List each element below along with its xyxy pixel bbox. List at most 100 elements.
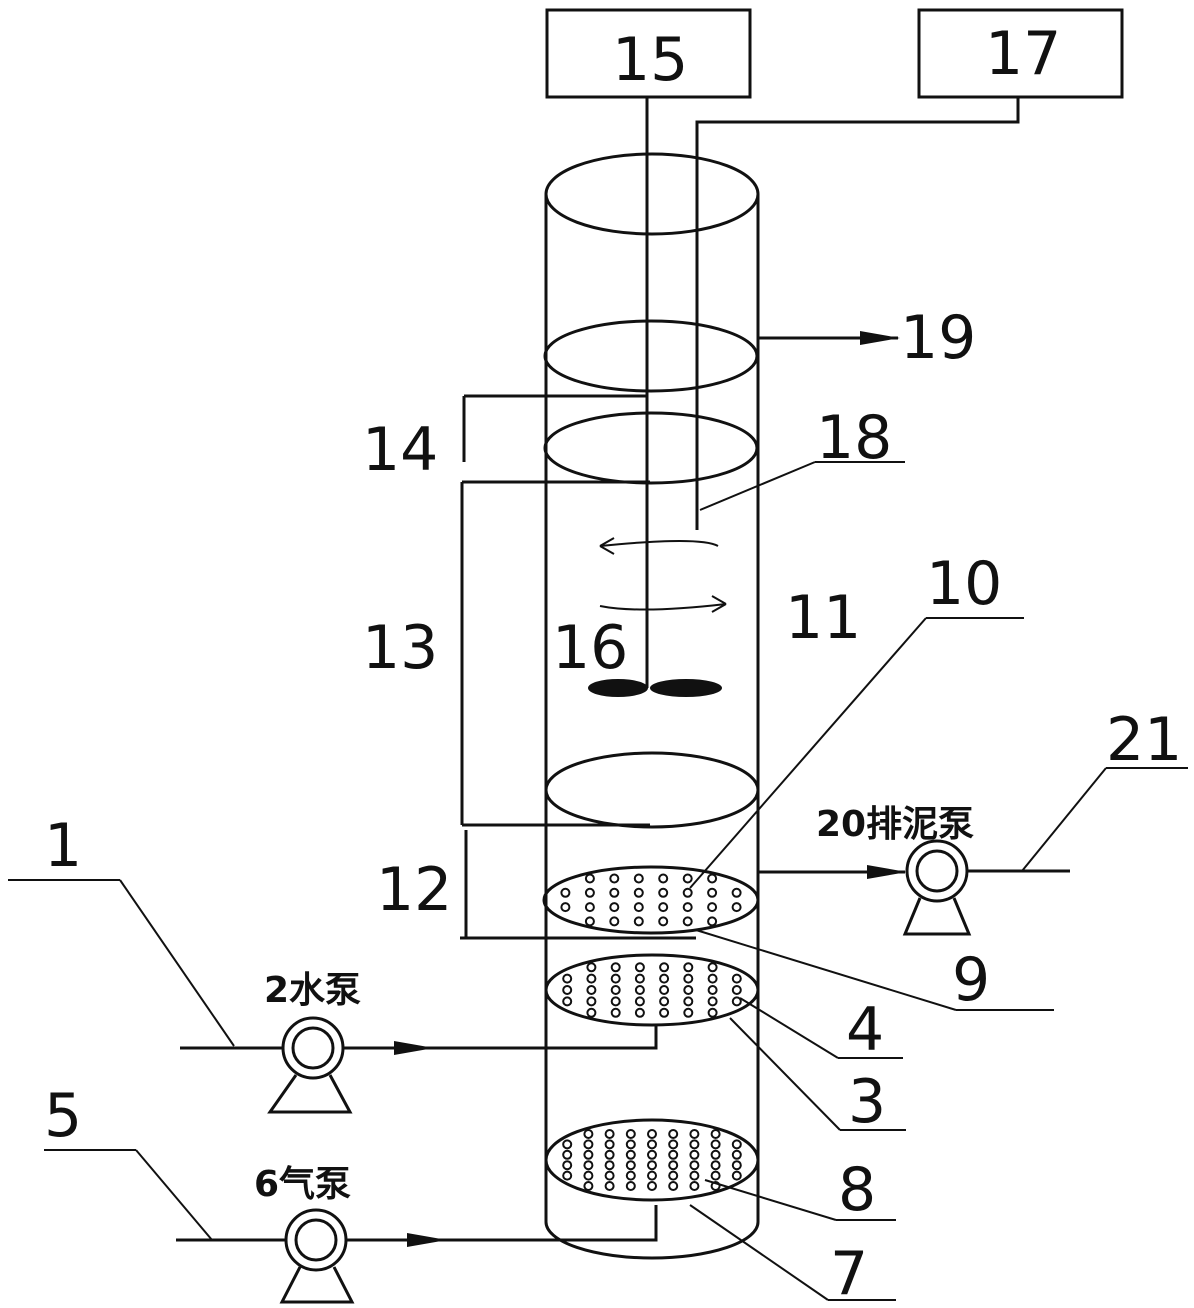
perforation-hole xyxy=(668,1129,679,1139)
leader-3 xyxy=(729,1017,841,1131)
perforation-hole xyxy=(731,1160,742,1171)
perforation-hole xyxy=(560,887,571,898)
perforation-hole xyxy=(562,1170,573,1181)
label-15: 15 xyxy=(612,25,688,95)
perforation-hole xyxy=(689,1160,700,1171)
label-16: 16 xyxy=(552,613,628,683)
perforation-hole xyxy=(634,996,645,1007)
perforation-hole xyxy=(604,1149,615,1160)
perforation-hole xyxy=(683,985,694,995)
label-18: 18 xyxy=(816,403,892,473)
perforation-hole xyxy=(707,973,718,984)
perforation-hole xyxy=(731,887,742,898)
water-pump-icon xyxy=(267,1016,353,1114)
perforation-hole xyxy=(647,1139,657,1150)
water-feed-pipe xyxy=(430,1025,658,1050)
perforation-hole xyxy=(668,1149,679,1160)
perforation-hole xyxy=(707,996,718,1007)
perforation-hole xyxy=(710,1170,721,1181)
leader-18 xyxy=(699,461,816,511)
perforated-plate-7 xyxy=(544,1118,760,1202)
perforation-hole xyxy=(710,1139,721,1150)
perforation-hole xyxy=(689,1170,700,1181)
perforation-hole xyxy=(647,1149,657,1160)
perforation-hole xyxy=(634,1007,645,1018)
label-20-sludge-pump: 20排泥泵 xyxy=(816,804,974,845)
perforation-hole xyxy=(562,973,573,984)
label-17: 17 xyxy=(985,19,1061,89)
perforation-hole xyxy=(682,887,693,898)
perforation-hole xyxy=(604,1170,615,1181)
perforation-hole xyxy=(625,1181,636,1191)
perforation-hole xyxy=(710,1181,721,1191)
perforation-hole xyxy=(689,1181,700,1191)
probe-line-18 xyxy=(695,97,1020,530)
perforation-hole xyxy=(604,1139,615,1150)
perforation-hole xyxy=(731,902,742,913)
perforation-hole xyxy=(609,887,620,898)
perforation-hole xyxy=(731,985,742,995)
label-9: 9 xyxy=(952,945,990,1015)
perforation-hole xyxy=(586,985,597,995)
label-13: 13 xyxy=(362,613,438,683)
label-12: 12 xyxy=(376,855,452,925)
label-19: 19 xyxy=(900,303,976,373)
leader-1-diag xyxy=(119,879,235,1047)
perforation-hole xyxy=(609,873,620,884)
perforation-hole xyxy=(604,1181,615,1191)
perforation-hole xyxy=(689,1149,700,1160)
perforation-hole xyxy=(731,1139,742,1150)
perforation-hole xyxy=(584,916,595,927)
perforation-hole xyxy=(659,973,670,984)
plate-ring-2 xyxy=(543,411,759,485)
perforation-hole xyxy=(731,1149,742,1160)
label-21: 21 xyxy=(1106,705,1182,775)
perforation-hole xyxy=(658,873,669,884)
perforation-hole xyxy=(731,973,742,984)
perforation-hole xyxy=(707,962,718,973)
leader-9 xyxy=(695,929,957,1011)
sludge-pump-icon xyxy=(902,839,972,936)
perforation-hole xyxy=(707,916,718,927)
perforation-hole xyxy=(610,973,621,984)
perforation-hole xyxy=(610,985,621,995)
perforation-hole xyxy=(659,1007,670,1018)
perforation-hole xyxy=(668,1139,679,1150)
label-8: 8 xyxy=(838,1155,876,1225)
perforation-hole xyxy=(634,962,645,973)
stirrer-blades xyxy=(588,679,722,697)
perforation-hole xyxy=(586,1007,597,1018)
zone-brackets xyxy=(460,394,696,940)
label-14: 14 xyxy=(362,415,438,485)
perforation-hole xyxy=(583,1181,594,1191)
perforation-hole xyxy=(647,1129,657,1139)
perforation-hole xyxy=(707,985,718,995)
perforation-hole xyxy=(659,985,670,995)
perforation-hole xyxy=(668,1160,679,1171)
perforation-hole xyxy=(584,887,595,898)
perforation-hole xyxy=(658,887,669,898)
perforation-hole xyxy=(562,1149,573,1160)
leader-7 xyxy=(689,1204,829,1301)
perforation-hole xyxy=(583,1139,594,1150)
perforation-hole xyxy=(683,973,694,984)
leader-5-diag xyxy=(135,1149,213,1241)
perforation-hole xyxy=(683,962,694,973)
perforation-hole xyxy=(625,1170,636,1181)
perforation-hole xyxy=(710,1149,721,1160)
perforation-hole xyxy=(583,1160,594,1171)
label-3: 3 xyxy=(848,1067,886,1137)
perforation-hole xyxy=(731,1170,742,1181)
perforation-hole xyxy=(707,887,718,898)
label-5: 5 xyxy=(44,1081,82,1151)
perforation-hole xyxy=(625,1149,636,1160)
perforation-hole xyxy=(668,1170,679,1181)
perforation-hole xyxy=(584,873,595,884)
perforation-hole xyxy=(604,1160,615,1171)
perforation-hole xyxy=(633,887,644,898)
perforation-hole xyxy=(562,996,573,1007)
perforation-hole xyxy=(647,1170,657,1181)
perforated-plate-10 xyxy=(542,865,760,935)
perforation-hole xyxy=(682,916,693,927)
